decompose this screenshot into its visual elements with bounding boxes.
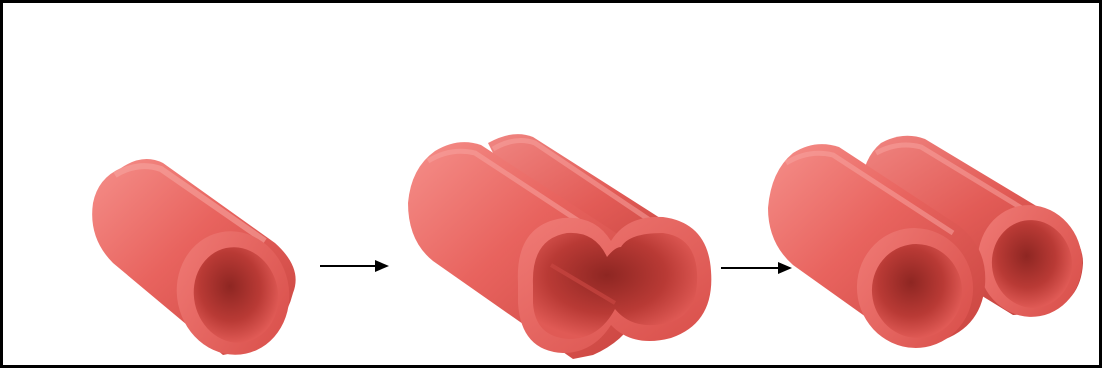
tube-diagram [3, 3, 1102, 371]
fused-double-tube [408, 134, 711, 359]
arrow-2 [721, 262, 792, 274]
single-tube [92, 159, 301, 365]
arrow-1 [320, 260, 389, 272]
separated-double-tube [768, 136, 1091, 357]
